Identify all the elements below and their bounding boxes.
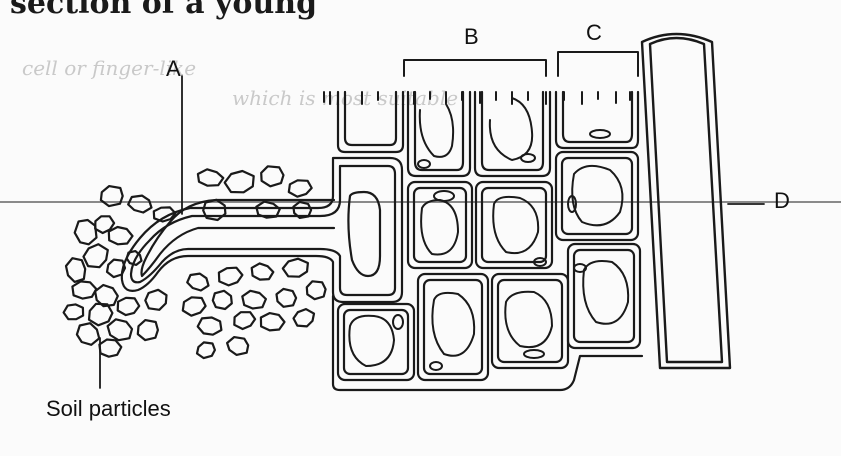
soil-particle <box>252 263 274 279</box>
label-b: B <box>464 26 479 48</box>
cortex-cell-r2c2 <box>476 182 552 268</box>
epidermis-top-row <box>338 92 638 176</box>
soil-particle <box>307 281 326 299</box>
vacuole-r2c3 <box>572 166 622 226</box>
soil-particle <box>289 180 312 196</box>
soil-particles <box>64 166 326 358</box>
soil-particle <box>64 304 84 319</box>
bracket-c <box>558 52 638 76</box>
label-d: D <box>774 190 790 212</box>
soil-particle <box>84 244 108 267</box>
soil-particle <box>108 319 132 340</box>
soil-particle <box>242 291 266 309</box>
cortex-cell-r3c3 <box>568 244 640 348</box>
soil-particle <box>198 318 222 335</box>
soil-particle <box>261 313 285 330</box>
root-hair-inner-wall <box>131 166 395 295</box>
soil-particle <box>89 304 112 326</box>
vacuole-r3c2 <box>505 292 552 347</box>
soil-particle <box>234 312 255 329</box>
soil-particle <box>227 337 248 355</box>
soil-particle <box>213 291 232 309</box>
bracket-b <box>404 60 546 76</box>
cortex-cell-r3c2 <box>492 274 568 368</box>
cortex-cell-r2c2-inner <box>482 188 546 262</box>
label-c: C <box>586 22 602 44</box>
soil-particle <box>294 309 315 326</box>
cortex-cell-top <box>556 92 638 148</box>
soil-particle <box>77 323 99 345</box>
soil-particle <box>109 227 133 244</box>
soil-particle <box>183 297 206 315</box>
cortex-cell-r3c1 <box>418 274 488 380</box>
label-brackets <box>404 52 638 76</box>
nucleus-r3c1 <box>430 362 442 370</box>
nucleus-r3c2 <box>524 350 544 358</box>
soil-particle <box>225 171 254 192</box>
soil-particle <box>219 268 243 286</box>
vacuole-r2c2 <box>493 197 538 253</box>
soil-particle <box>66 258 85 282</box>
vacuole-r3c0 <box>349 316 394 366</box>
soil-particle <box>261 166 283 186</box>
leader-lines <box>100 76 764 388</box>
nucleus-r3c0 <box>393 315 403 329</box>
label-a: A <box>166 58 181 80</box>
nucleus-r2c1 <box>434 191 454 201</box>
nucleus-c1 <box>590 130 610 138</box>
epidermis-cell-2-inner <box>415 92 463 170</box>
xylem-inner-wall <box>650 38 722 362</box>
epidermis-cell-1-inner <box>345 92 396 145</box>
vacuole-r3c3 <box>583 261 628 324</box>
vacuole-e2 <box>420 104 453 157</box>
nucleus-e3 <box>521 154 535 162</box>
soil-particle <box>72 281 96 298</box>
cortex-cells <box>333 152 642 390</box>
soil-particle <box>277 289 297 307</box>
soil-particle <box>99 340 121 357</box>
soil-particle <box>101 186 123 206</box>
vacuole-r3c1 <box>432 293 474 356</box>
soil-particle <box>198 169 223 185</box>
soil-particle <box>118 298 140 315</box>
nucleus-e2 <box>418 160 430 168</box>
soil-particle <box>75 220 97 244</box>
soil-particle <box>145 290 166 310</box>
soil-particle <box>187 274 208 291</box>
soil-particle <box>138 320 158 340</box>
soil-particle <box>283 259 308 277</box>
label-soil-particles: Soil particles <box>46 398 171 420</box>
soil-particle <box>128 196 151 213</box>
vacuole-r2c1 <box>421 200 458 255</box>
vacuole-e3 <box>490 98 532 160</box>
root-hair-vacuole <box>142 200 335 276</box>
surface-bristles <box>324 92 630 104</box>
root-hair-nucleus-region <box>348 192 380 276</box>
soil-particle <box>197 342 215 358</box>
